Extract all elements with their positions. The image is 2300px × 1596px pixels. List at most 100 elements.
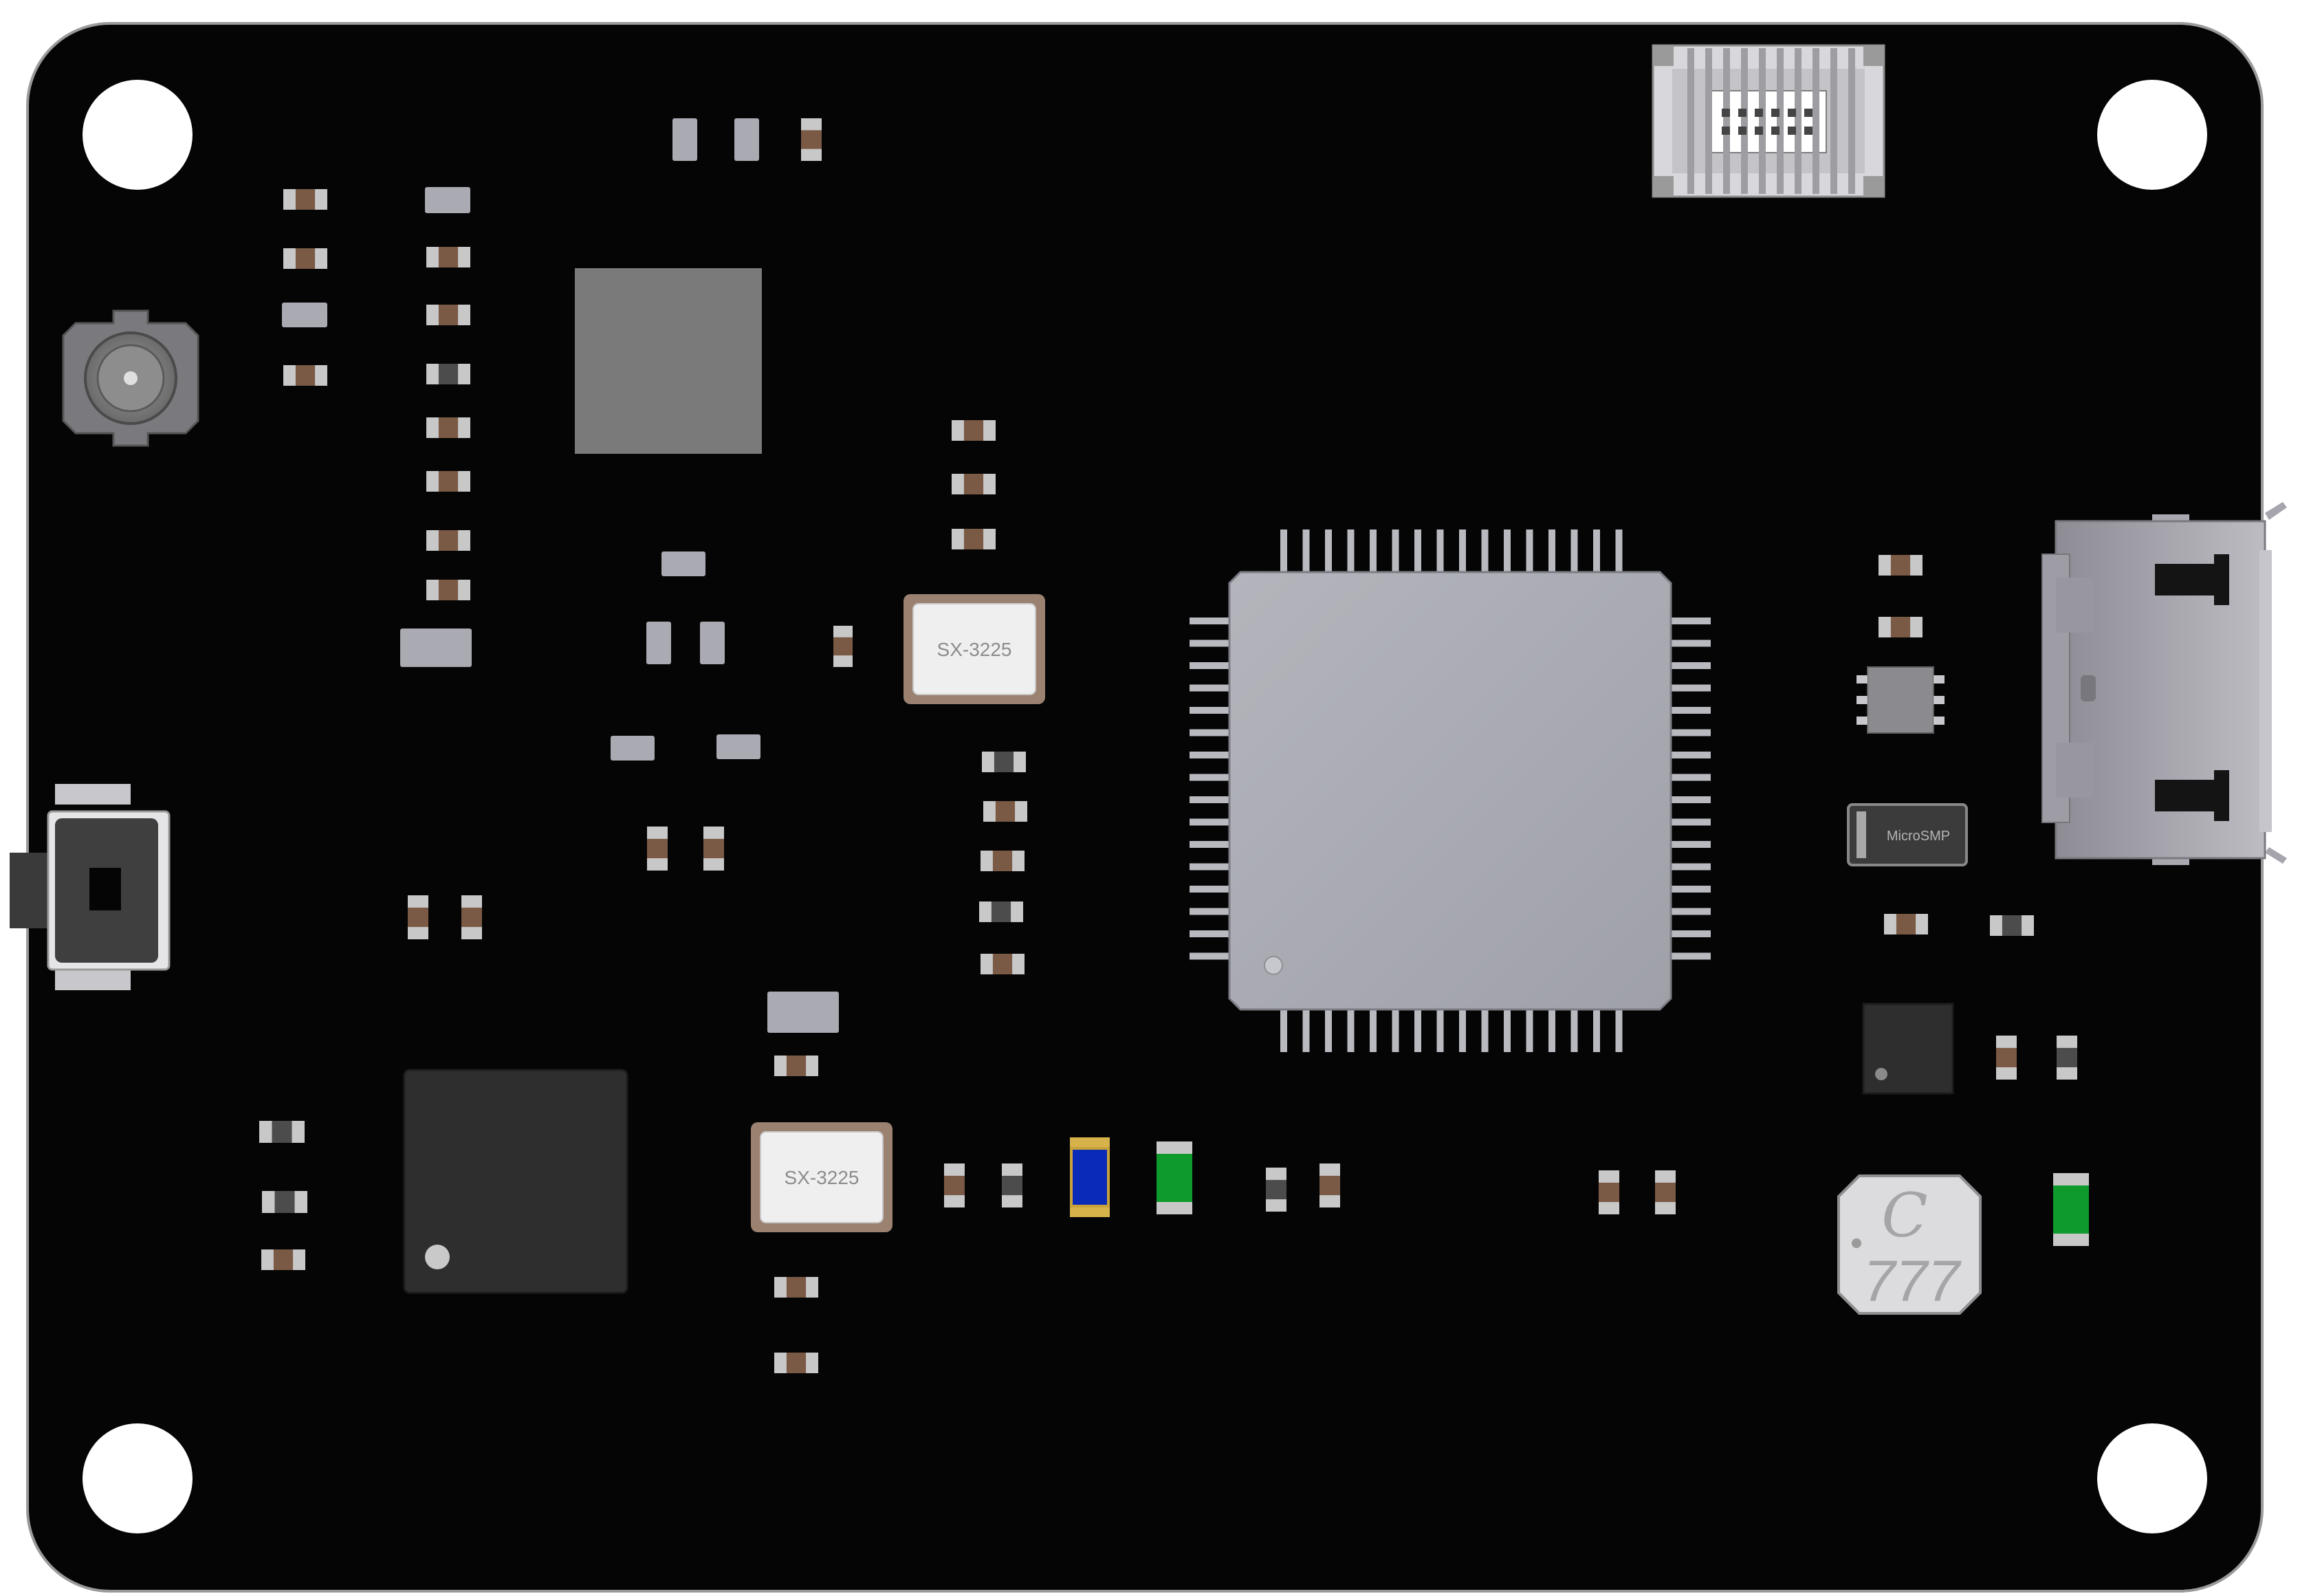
connector-contact bbox=[1804, 127, 1812, 135]
smd-resistor bbox=[400, 628, 472, 667]
connector-contact bbox=[1738, 109, 1746, 117]
usb-connector bbox=[2041, 502, 2287, 865]
smd-capacitor bbox=[952, 420, 996, 441]
smd-capacitor bbox=[1319, 1163, 1340, 1207]
mcu-pin bbox=[1459, 1008, 1466, 1052]
smd-capacitor bbox=[833, 626, 853, 667]
connector-pin bbox=[1759, 48, 1766, 194]
mcu-pin bbox=[1370, 529, 1377, 573]
smd-capacitor bbox=[801, 118, 822, 161]
mcu-pin bbox=[1669, 886, 1711, 893]
mounting-holes bbox=[83, 80, 2207, 1533]
smd-capacitor bbox=[952, 529, 996, 549]
smd-capacitor bbox=[261, 1249, 305, 1270]
smd-resistor bbox=[661, 551, 705, 576]
mcu-qfp bbox=[1190, 529, 1711, 1052]
smd-resistor bbox=[611, 736, 655, 761]
mcu-pin bbox=[1669, 952, 1711, 960]
smd-capacitor bbox=[426, 417, 470, 438]
mcu-pin bbox=[1392, 529, 1399, 573]
smd-resistor bbox=[716, 734, 760, 759]
smd-capacitor bbox=[426, 580, 470, 600]
mcu-pin bbox=[1669, 684, 1711, 692]
smd-capacitor bbox=[774, 1353, 818, 1373]
smd-resistor bbox=[672, 118, 697, 161]
connector-contact bbox=[1722, 109, 1730, 117]
mcu-pin bbox=[1190, 707, 1231, 714]
mcu-pin bbox=[1302, 529, 1310, 573]
smd-resistor bbox=[734, 118, 759, 161]
smd-capacitor bbox=[1879, 555, 1923, 576]
smd-capacitor bbox=[774, 1277, 818, 1298]
smd-capacitor bbox=[982, 752, 1026, 772]
smd-capacitor bbox=[259, 1121, 305, 1143]
mcu-pin bbox=[1669, 863, 1711, 871]
mcu-pin bbox=[1190, 640, 1231, 647]
mcu-pin bbox=[1593, 529, 1600, 573]
mcu-pin bbox=[1504, 1008, 1511, 1052]
mcu-pin bbox=[1280, 529, 1287, 573]
mcu-pin bbox=[1669, 752, 1711, 758]
shielded-module bbox=[575, 268, 762, 454]
mcu-pin bbox=[1347, 529, 1355, 573]
smd-capacitor bbox=[283, 189, 327, 210]
connector-pin bbox=[1830, 48, 1837, 194]
smd-capacitor bbox=[703, 827, 724, 871]
smd-resistor bbox=[425, 187, 470, 213]
mcu-pin bbox=[1190, 774, 1231, 781]
board-connector bbox=[1652, 44, 1885, 198]
smd-capacitor bbox=[408, 895, 428, 939]
mcu-pin bbox=[1190, 796, 1231, 803]
smd-capacitor bbox=[1655, 1170, 1676, 1214]
mcu-pin bbox=[1190, 841, 1231, 848]
mcu-pin bbox=[1615, 529, 1623, 573]
sot-ic bbox=[1857, 666, 1945, 734]
mounting-hole-bottom-right bbox=[2097, 1423, 2207, 1533]
mcu-pin bbox=[1190, 952, 1231, 960]
smd-capacitor bbox=[283, 248, 327, 269]
inductor: C 777 bbox=[1837, 1174, 1982, 1315]
connector-contact bbox=[1788, 109, 1796, 117]
mcu-pin bbox=[1190, 930, 1231, 937]
mcu-pin bbox=[1436, 1008, 1444, 1052]
led-blue bbox=[1070, 1137, 1110, 1217]
mcu-pin bbox=[1190, 908, 1231, 915]
connector-pin bbox=[1741, 48, 1748, 194]
mcu-pin bbox=[1370, 1008, 1377, 1052]
mcu-pin bbox=[1325, 529, 1332, 573]
mcu-pin bbox=[1615, 1008, 1623, 1052]
crystal-upper-marking: SX-3225 bbox=[937, 639, 1012, 660]
mcu-pin bbox=[1669, 774, 1711, 781]
smd-capacitor bbox=[1996, 1036, 2017, 1080]
mcu-pin bbox=[1570, 1008, 1578, 1052]
mounting-hole-top-right bbox=[2097, 80, 2207, 190]
connector-contact bbox=[1771, 127, 1779, 135]
mcu-pin bbox=[1190, 617, 1231, 624]
smd-capacitor bbox=[983, 801, 1027, 822]
smd-capacitor bbox=[426, 471, 470, 492]
smd-capacitor bbox=[647, 827, 668, 871]
mcu-pin bbox=[1190, 818, 1231, 826]
smd-capacitor bbox=[461, 895, 482, 939]
mcu-pin bbox=[1302, 1008, 1310, 1052]
smd-capacitor bbox=[1002, 1163, 1022, 1207]
mcu-pin bbox=[1669, 640, 1711, 647]
mcu-pin bbox=[1325, 1008, 1332, 1052]
smd-capacitor bbox=[426, 364, 470, 384]
smd-capacitor bbox=[981, 954, 1025, 974]
mcu-pin bbox=[1548, 529, 1555, 573]
connector-contact bbox=[1738, 127, 1746, 135]
mcu-pin bbox=[1481, 529, 1489, 573]
mcu-pin bbox=[1669, 818, 1711, 826]
connector-pin bbox=[1848, 48, 1855, 194]
connector-contact bbox=[1771, 109, 1779, 117]
mcu-pin bbox=[1669, 930, 1711, 937]
connector-contact bbox=[1722, 127, 1730, 135]
smd-capacitor bbox=[1599, 1170, 1619, 1214]
connector-contact bbox=[1804, 109, 1812, 117]
crystal-lower-marking: SX-3225 bbox=[785, 1167, 859, 1188]
crystal-upper: SX-3225 bbox=[903, 594, 1045, 704]
mcu-pin bbox=[1414, 529, 1421, 573]
mcu-pin bbox=[1593, 1008, 1600, 1052]
mcu-pin bbox=[1669, 707, 1711, 714]
